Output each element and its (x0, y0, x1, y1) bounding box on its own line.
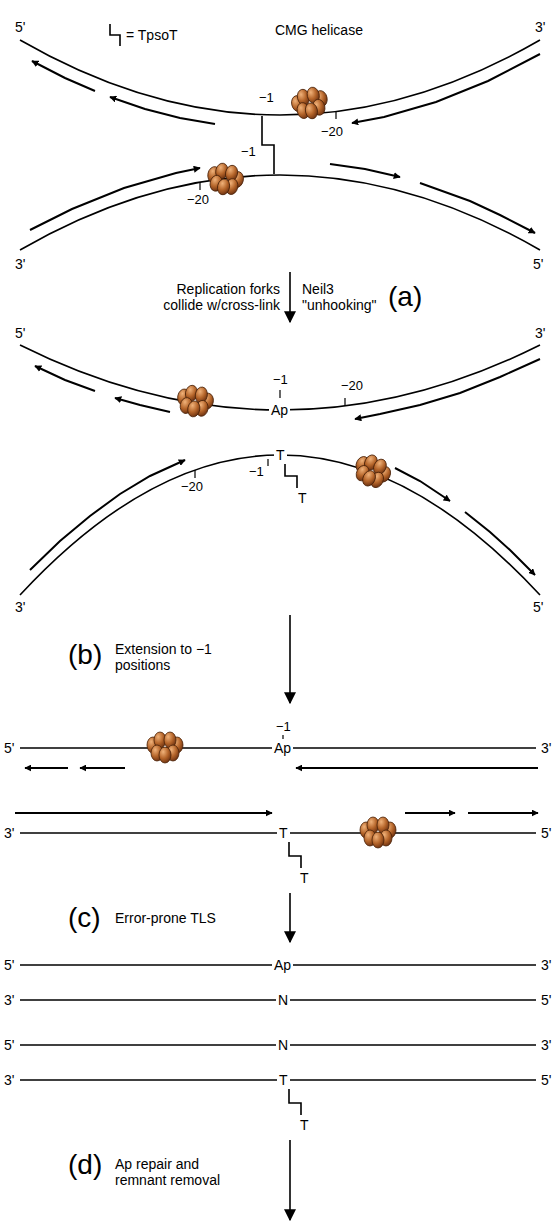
base-label: N (276, 992, 290, 1008)
strand-end: 5' (533, 599, 543, 615)
strand-end: 3' (541, 1037, 551, 1053)
cmg-helicase (349, 450, 395, 493)
step-text: Extension to −1 positions (115, 641, 235, 673)
step-letter: (c) (68, 902, 101, 934)
strand-end: 3' (15, 256, 25, 272)
strand-end: 3' (535, 325, 545, 341)
panel-3-strands (15, 735, 538, 868)
strand-end: 3' (535, 19, 545, 35)
strand-end: 5' (15, 325, 25, 341)
strand-end: 5' (4, 1037, 14, 1053)
strand-end: 3' (541, 740, 551, 756)
cmg-helicase (289, 85, 331, 123)
strand-end: 5' (4, 740, 14, 756)
strand-end: 5' (541, 825, 551, 841)
step-arrow (289, 615, 291, 703)
abasic-site: Ap (272, 957, 293, 973)
strand-end: 3' (4, 825, 14, 841)
strand-end: 5' (541, 992, 551, 1008)
step-text: Neil3 "unhooking" (302, 281, 342, 313)
strand-end: 5' (15, 19, 25, 35)
position-label: −20 (187, 193, 209, 208)
base-label: T (277, 825, 290, 841)
strand-end: 5' (533, 256, 543, 272)
step-letter: (b) (68, 639, 102, 671)
step-letter: (d) (68, 1149, 102, 1181)
step-letter: (a) (388, 281, 422, 313)
base-label: T (298, 490, 307, 506)
protein-label: CMG helicase (275, 22, 363, 38)
step-text: Error-prone TLS (115, 910, 216, 926)
base-label: N (276, 1037, 290, 1053)
cmg-helicase (360, 817, 396, 848)
step-arrow (289, 893, 291, 942)
panel-1-strands (20, 40, 540, 250)
legend-text: = TpsoT (126, 27, 178, 43)
strand-end: 3' (4, 992, 14, 1008)
strand-end: 5' (541, 1072, 551, 1088)
base-label: T (274, 447, 287, 463)
position-label: −20 (341, 379, 363, 394)
abasic-site: Ap (272, 740, 293, 756)
strand-end: 3' (4, 1072, 14, 1088)
abasic-site: Ap (269, 402, 290, 418)
position-label: −20 (321, 125, 343, 140)
base-label: T (300, 870, 309, 886)
position-label: −1 (273, 373, 288, 388)
cmg-helicase (175, 383, 216, 420)
position-label: −1 (259, 91, 274, 106)
crosslink-symbol (110, 24, 120, 46)
position-label: −1 (241, 145, 256, 160)
base-label: T (277, 1072, 290, 1088)
position-label: −1 (276, 720, 291, 735)
step-arrow (289, 1140, 291, 1220)
step-text: Ap repair and remnant removal (115, 1156, 230, 1188)
base-label: T (300, 1117, 309, 1133)
cmg-helicase (204, 161, 246, 199)
step-text: Replication forks collide w/cross-link (140, 281, 280, 313)
panel-2-strands (20, 345, 540, 595)
step-arrow (289, 272, 291, 322)
position-label: −1 (249, 465, 264, 480)
position-label: −20 (181, 480, 203, 495)
strand-end: 5' (4, 957, 14, 973)
strand-end: 3' (15, 599, 25, 615)
panel-4-strands (20, 965, 536, 1115)
cmg-helicase (147, 732, 183, 763)
strand-end: 3' (541, 957, 551, 973)
